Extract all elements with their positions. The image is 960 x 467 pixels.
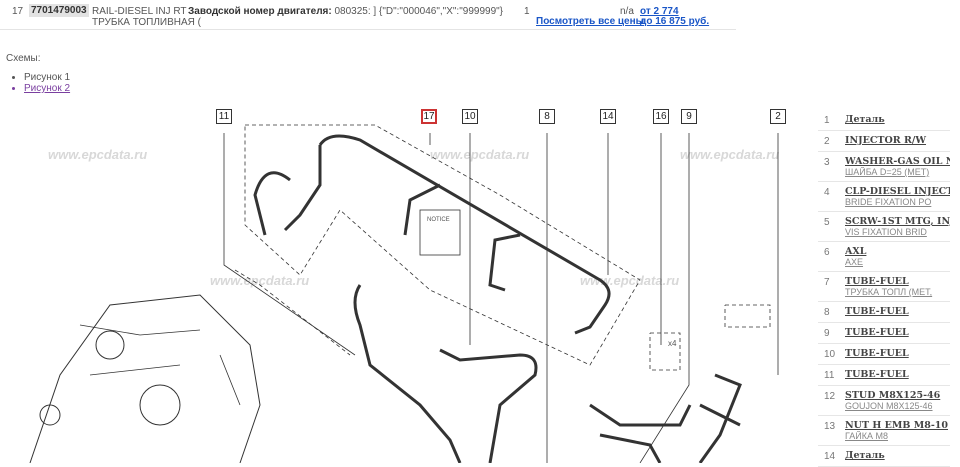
- part-subtitle-link[interactable]: ГАЙКА M8: [845, 431, 888, 441]
- engine-value: 080325: ] {"D":"000046","X":"999999"}: [331, 6, 504, 17]
- parts-list-item: 8 TUBE-FUEL: [818, 302, 950, 323]
- watermark: www.epcdata.ru: [48, 147, 148, 162]
- part-number: 9: [824, 328, 830, 339]
- part-name-ru: ТРУБКА ТОПЛИВНАЯ (: [92, 17, 202, 28]
- part-title-link[interactable]: AXL: [845, 246, 867, 257]
- part-title-link[interactable]: STUD M8X125-46: [845, 390, 941, 401]
- part-subtitle-link[interactable]: VIS FIXATION BRID: [845, 227, 927, 237]
- part-title-link[interactable]: TUBE-FUEL: [845, 348, 909, 359]
- part-number: 14: [824, 451, 836, 462]
- callout-9[interactable]: 9: [681, 109, 697, 124]
- notice-label: NOTICE: [427, 217, 450, 223]
- part-number: 5: [824, 217, 830, 228]
- part-number: 13: [824, 421, 836, 432]
- parts-list-item: 1 Деталь: [818, 110, 950, 131]
- engine-info: Заводской номер двигателя: 080325: ] {"D…: [188, 6, 503, 17]
- parts-list-item: 2 INJECTOR R/W: [818, 131, 950, 152]
- part-title-link[interactable]: TUBE-FUEL: [845, 369, 909, 380]
- callout-17-highlighted[interactable]: 17: [421, 109, 437, 124]
- availability: n/a: [620, 6, 634, 17]
- callout-11[interactable]: 11: [216, 109, 232, 124]
- part-name-en: RAIL-DIESEL INJ RT: [92, 6, 187, 17]
- part-title-link[interactable]: WASHER-GAS OIL NOZ: [845, 156, 950, 167]
- price-to-link[interactable]: до 16 875 руб.: [640, 16, 710, 27]
- part-title-link[interactable]: TUBE-FUEL: [845, 306, 909, 317]
- part-number: 12: [824, 391, 836, 402]
- parts-diagram: www.epcdata.ru www.epcdata.ru www.epcdat…: [0, 105, 815, 463]
- part-subtitle-link[interactable]: BRIDE FIXATION PO: [845, 197, 932, 207]
- schemes-list: Рисунок 1 Рисунок 2: [24, 72, 70, 94]
- engine-label: Заводской номер двигателя:: [188, 6, 332, 17]
- callout-10[interactable]: 10: [462, 109, 478, 124]
- x4-label: x4: [668, 339, 677, 348]
- part-number: 4: [824, 187, 830, 198]
- part-number: 7: [824, 277, 830, 288]
- part-title-link[interactable]: Деталь: [845, 450, 885, 461]
- part-subtitle-link[interactable]: ШАЙБА D=25 (МЕТ): [845, 167, 930, 177]
- part-subtitle-link[interactable]: ТРУБКА ТОПЛ (МЕТ,: [845, 287, 933, 297]
- price-from-link[interactable]: от 2 774: [640, 6, 679, 17]
- part-title-link[interactable]: TUBE-FUEL: [845, 276, 909, 287]
- part-number: 3: [824, 157, 830, 168]
- part-title-link[interactable]: INJECTOR R/W: [845, 135, 927, 146]
- part-title-link[interactable]: NUT H EMB M8-10: [845, 420, 949, 431]
- part-title-link[interactable]: Деталь: [845, 114, 885, 125]
- callout-8[interactable]: 8: [539, 109, 555, 124]
- watermark: www.epcdata.ru: [430, 147, 530, 162]
- parts-list-item: 3 WASHER-GAS OIL NOZШАЙБА D=25 (МЕТ): [818, 152, 950, 182]
- part-subtitle-link[interactable]: GOUJON M8X125-46: [845, 401, 933, 411]
- parts-list-item: 14 Деталь: [818, 446, 950, 467]
- callout-14[interactable]: 14: [600, 109, 616, 124]
- part-code[interactable]: 7701479003: [29, 4, 89, 17]
- scheme-item-2-link[interactable]: Рисунок 2: [24, 83, 70, 94]
- callout-16[interactable]: 16: [653, 109, 669, 124]
- part-number: 6: [824, 247, 830, 258]
- watermark: www.epcdata.ru: [210, 273, 310, 288]
- parts-list-item: 10 TUBE-FUEL: [818, 344, 950, 365]
- part-number: 8: [824, 307, 830, 318]
- part-title-link[interactable]: SCRW-1ST MTG, INJ: [845, 216, 950, 227]
- part-subtitle-link[interactable]: AXE: [845, 257, 864, 267]
- part-title-link[interactable]: CLP-DIESEL INJECTO: [845, 186, 950, 197]
- diagram-drawing: [29, 124, 779, 463]
- part-title-link[interactable]: TUBE-FUEL: [845, 327, 909, 338]
- all-prices-link[interactable]: Посмотреть все цены: [536, 16, 645, 27]
- schemes-label: Схемы:: [6, 53, 41, 64]
- callout-2[interactable]: 2: [770, 109, 786, 124]
- scheme-item-1: Рисунок 1: [24, 72, 70, 83]
- watermark: www.epcdata.ru: [680, 147, 780, 162]
- part-number: 2: [824, 136, 830, 147]
- part-number: 10: [824, 349, 836, 360]
- part-number: 11: [824, 370, 835, 381]
- row-number: 17: [12, 6, 24, 17]
- quantity: 1: [524, 6, 530, 17]
- parts-list-item: 9 TUBE-FUEL: [818, 323, 950, 344]
- parts-list-item: 11 TUBE-FUEL: [818, 365, 950, 386]
- part-number: 1: [824, 115, 830, 126]
